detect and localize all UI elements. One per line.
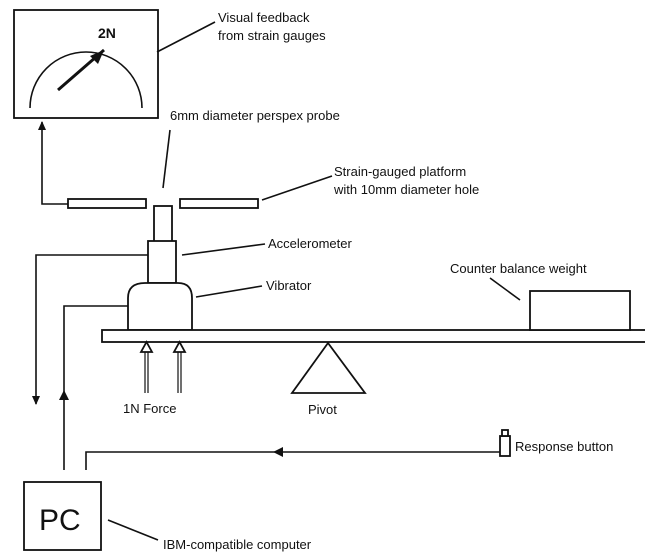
response-signal-arrow bbox=[273, 447, 283, 457]
perspex-probe bbox=[153, 205, 173, 243]
probe-leader-line bbox=[162, 129, 171, 189]
pc-box bbox=[23, 481, 102, 551]
platform-right-plate bbox=[179, 198, 259, 209]
pc-label: PC bbox=[39, 504, 81, 537]
response-button-label: Response button bbox=[515, 439, 613, 454]
platform-left-plate bbox=[67, 198, 147, 209]
response-signal-line bbox=[85, 451, 500, 470]
probe-label: 6mm diameter perspex probe bbox=[170, 108, 340, 123]
pivot bbox=[290, 341, 367, 394]
platform-label-2: with 10mm diameter hole bbox=[333, 182, 479, 197]
counter-balance-weight bbox=[529, 290, 631, 331]
computer-leader-line bbox=[107, 519, 159, 541]
force-label: 1N Force bbox=[123, 401, 176, 416]
vibrator bbox=[127, 282, 193, 331]
accelerometer-leader-line bbox=[181, 243, 266, 256]
gauge-value: 2N bbox=[98, 25, 116, 41]
vibrator-drive-line bbox=[63, 305, 128, 470]
feedback-signal-line bbox=[38, 121, 68, 205]
accelerometer-signal-line bbox=[32, 254, 148, 405]
accelerometer bbox=[147, 240, 177, 284]
feedback-leader-line bbox=[156, 21, 216, 53]
counter-balance-leader-line bbox=[489, 277, 521, 301]
vibrator-drive-arrow bbox=[59, 390, 69, 400]
visual-feedback-label-2: from strain gauges bbox=[218, 28, 326, 43]
response-button bbox=[499, 435, 511, 457]
visual-feedback-label-1: Visual feedback bbox=[218, 10, 310, 25]
platform-label-1: Strain-gauged platform bbox=[334, 164, 466, 179]
counter-balance-label: Counter balance weight bbox=[450, 261, 587, 276]
balance-beam bbox=[101, 329, 645, 343]
response-button-cap bbox=[501, 429, 509, 437]
pivot-label: Pivot bbox=[308, 402, 337, 417]
force-arrows bbox=[139, 340, 187, 393]
computer-label: IBM-compatible computer bbox=[163, 537, 312, 552]
accelerometer-label: Accelerometer bbox=[268, 236, 352, 251]
platform-leader-line bbox=[261, 175, 333, 201]
strain-gauge-display: 2N bbox=[13, 9, 159, 119]
vibrator-leader-line bbox=[195, 285, 263, 298]
vibrator-label: Vibrator bbox=[266, 278, 312, 293]
